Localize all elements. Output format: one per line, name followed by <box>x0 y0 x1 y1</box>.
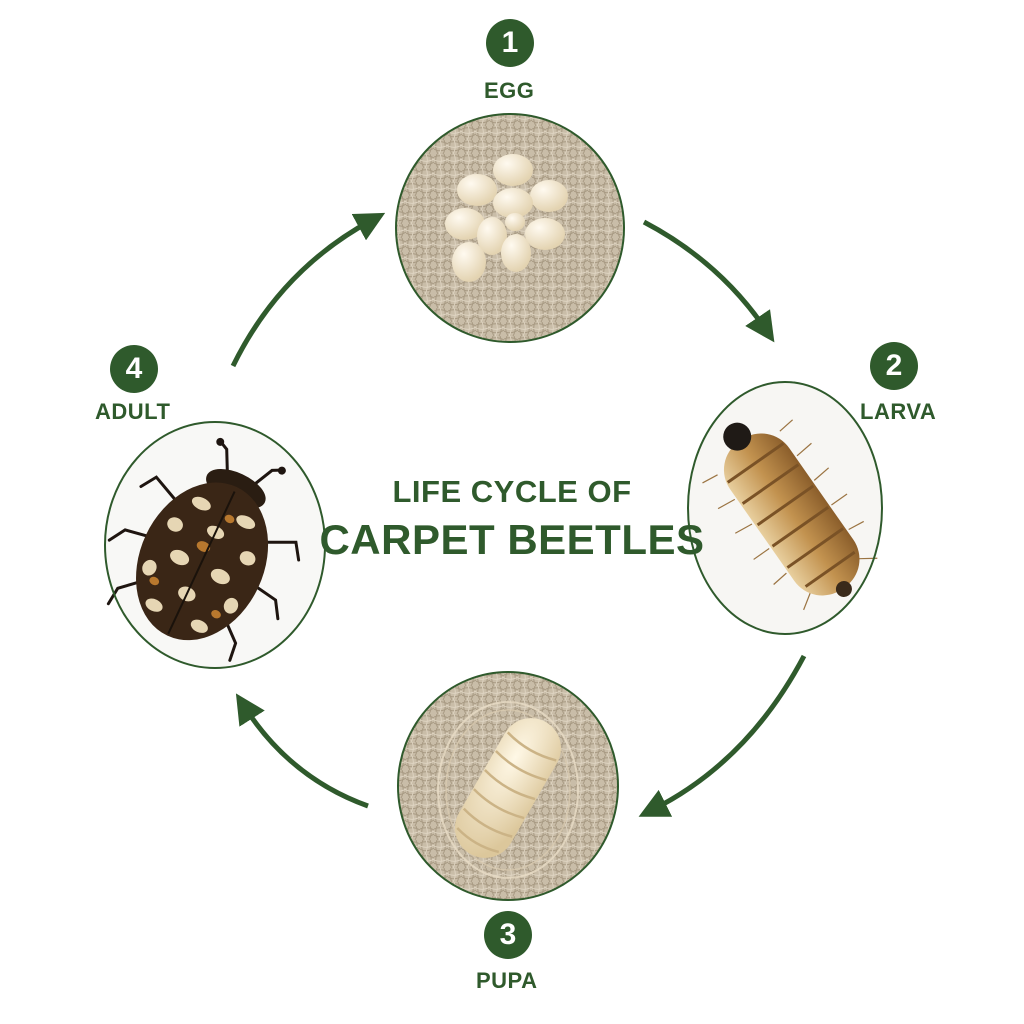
diagram-title-line-2: CARPET BEETLES <box>319 516 705 563</box>
stage-3-number-badge: 3 <box>484 911 532 959</box>
arrow-egg-to-larva <box>642 219 775 343</box>
stage-2-number-badge: 2 <box>870 342 918 390</box>
egg-cluster <box>445 154 568 282</box>
adult-beetle <box>106 437 301 662</box>
arrow-adult-to-egg <box>230 212 386 368</box>
stage-4-label: ADULT <box>95 399 171 424</box>
arrow-pupa-to-adult <box>235 693 369 809</box>
larva-body <box>702 419 878 611</box>
adult-image <box>104 421 326 669</box>
stage-2-label: LARVA <box>860 399 937 424</box>
stage-3-label: PUPA <box>476 968 538 993</box>
pupa-body <box>455 718 561 858</box>
egg-image <box>395 113 625 343</box>
larva-image <box>687 381 883 635</box>
pupa-image <box>397 671 619 901</box>
stage-1-number-badge: 1 <box>486 19 534 67</box>
stage-4-number-badge: 4 <box>110 345 158 393</box>
diagram-title-line-1: LIFE CYCLE OF <box>392 474 632 509</box>
arrow-larva-to-pupa <box>638 654 807 817</box>
stage-1-label: EGG <box>484 78 535 103</box>
cycle-arrows <box>230 212 807 817</box>
